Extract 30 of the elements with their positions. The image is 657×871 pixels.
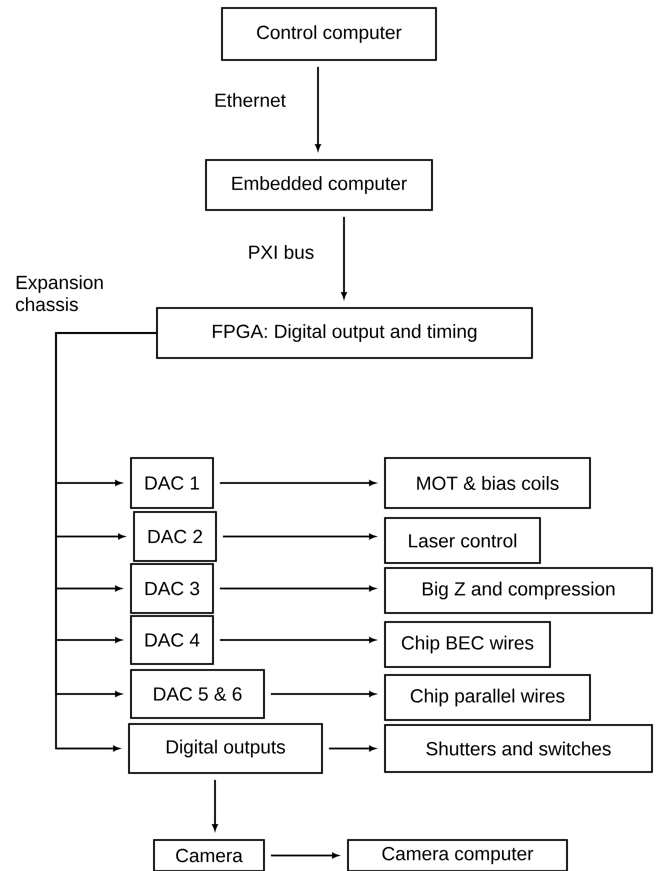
process-box: DAC 1	[130, 457, 214, 509]
process-box: Camera computer	[347, 839, 568, 871]
process-box: Camera	[153, 839, 265, 871]
process-box: Laser control	[384, 517, 541, 564]
arrow	[341, 216, 347, 298]
process-box: FPGA: Digital output and timing	[156, 307, 533, 359]
arrow	[212, 780, 218, 830]
process-box: Embedded computer	[205, 159, 433, 211]
arrow	[270, 852, 338, 858]
process-box: Shutters and switches	[384, 724, 653, 773]
process-box: Chip BEC wires	[384, 621, 551, 668]
process-box: DAC 3	[130, 563, 214, 614]
chassis-label: Expansion chassis	[16, 275, 103, 312]
arrow	[220, 586, 376, 592]
arrow	[220, 637, 376, 643]
arrow	[315, 66, 321, 150]
process-box: Control computer	[221, 7, 437, 61]
process-box: DAC 2	[133, 511, 217, 562]
process-box: Digital outputs	[128, 723, 323, 774]
process-box: DAC 5 & 6	[130, 669, 265, 719]
edge-label: Ethernet	[216, 93, 286, 107]
edge-label: PXI bus	[249, 245, 314, 259]
arrow	[220, 480, 376, 486]
arrow	[222, 534, 376, 540]
arrow	[328, 746, 376, 752]
process-box: Big Z and compression	[384, 567, 653, 614]
process-box: DAC 4	[130, 615, 214, 665]
arrow	[270, 691, 376, 697]
process-box: Chip parallel wires	[384, 674, 591, 721]
process-box: MOT & bias coils	[384, 457, 591, 509]
